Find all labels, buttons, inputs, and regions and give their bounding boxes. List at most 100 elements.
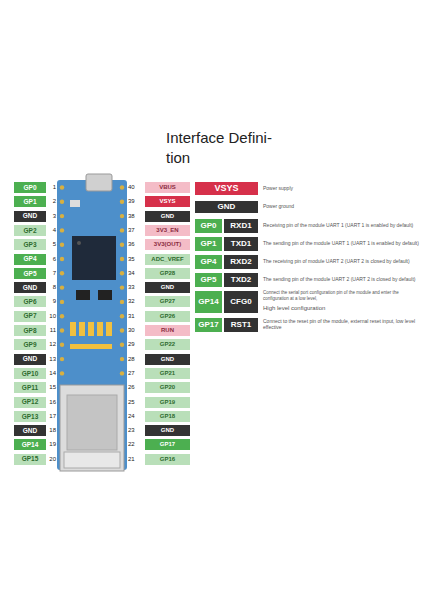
pin-number: 13 (46, 354, 57, 365)
pin-label: GP8 (14, 325, 46, 336)
description: High level configuration (262, 303, 420, 313)
pin-number: 7 (46, 268, 57, 279)
button (70, 200, 80, 207)
signal-name: CFG0 (224, 291, 258, 313)
pin-number: 37 (127, 225, 141, 236)
pin-label: GP19 (145, 397, 190, 408)
pin-number: 40 (127, 182, 141, 193)
usb-port (86, 174, 112, 191)
pin-number: 31 (127, 311, 141, 322)
pin-number: 2 (46, 196, 57, 207)
pin-label: GP20 (145, 382, 190, 393)
pin-label: GP4 (14, 254, 46, 265)
pin-label: GP0 (195, 219, 222, 233)
pin-label: GND (145, 282, 190, 293)
pin-label: 3V3_EN (145, 225, 190, 236)
pin-number: 27 (127, 368, 141, 379)
pin-number: 6 (46, 254, 57, 265)
pin-label: GP0 (14, 182, 46, 193)
rj45-front (64, 452, 120, 468)
pin-number: 19 (46, 439, 57, 450)
description: Connect the serial port configuration pi… (262, 290, 420, 301)
pin-number: 10 (46, 311, 57, 322)
pin-number: 3 (46, 211, 57, 222)
leds (70, 322, 112, 349)
pin-label: GP27 (145, 296, 190, 307)
pin-number: 24 (127, 411, 141, 422)
pin-label: GP7 (14, 311, 46, 322)
pin-label: 3V3(OUT) (145, 239, 190, 250)
description: Connect to the reset pin of the module, … (262, 318, 420, 332)
pin-number: 4 (46, 225, 57, 236)
description: The sending pin of the module UART 2 (UA… (262, 273, 420, 287)
pin-label: GP3 (14, 239, 46, 250)
pin-label: GP17 (145, 439, 190, 450)
pin-number: 36 (127, 239, 141, 250)
pin-label: GP13 (14, 411, 46, 422)
pin-label: VSYS (145, 196, 190, 207)
pin-number: 16 (46, 397, 57, 408)
pin-number: 14 (46, 368, 57, 379)
pin-label: GP4 (195, 255, 222, 269)
signal-name: RST1 (224, 318, 258, 332)
pin-label: GP21 (145, 368, 190, 379)
pin-label: GP16 (145, 454, 190, 465)
pin-number: 30 (127, 325, 141, 336)
pin-number: 1 (46, 182, 57, 193)
pin-label: GP10 (14, 368, 46, 379)
description: Power ground (262, 201, 420, 213)
description: Receiving pin of the module UART 1 (UART… (262, 219, 420, 233)
pin-label: GND (14, 211, 46, 222)
pin-label: VSYS (195, 182, 258, 195)
pin-number: 15 (46, 382, 57, 393)
small-chip (76, 290, 90, 300)
pin-number: 18 (46, 425, 57, 436)
pin-number: 23 (127, 425, 141, 436)
pin-number: 12 (46, 339, 57, 350)
pin-number: 21 (127, 454, 141, 465)
description: Power supply (262, 182, 420, 195)
pin-label: GP17 (195, 318, 222, 332)
pin-label: GP5 (14, 268, 46, 279)
pin-label: GND (145, 211, 190, 222)
pin-label: GP14 (14, 439, 46, 450)
pin-label: GP1 (14, 196, 46, 207)
pin-label: GP6 (14, 296, 46, 307)
pin-label: GND (14, 282, 46, 293)
signal-name: RXD2 (224, 255, 258, 269)
pin-label: GP2 (14, 225, 46, 236)
pin-pads (60, 185, 124, 375)
pin-number: 29 (127, 339, 141, 350)
pin-number: 38 (127, 211, 141, 222)
pin-number: 22 (127, 439, 141, 450)
pin-number: 9 (46, 296, 57, 307)
pin-label: GP18 (145, 411, 190, 422)
signal-name: RXD1 (224, 219, 258, 233)
pin-number: 33 (127, 282, 141, 293)
pin-label: GP5 (195, 273, 222, 287)
pin-number: 17 (46, 411, 57, 422)
pin-number: 20 (46, 454, 57, 465)
pin-label: GP26 (145, 311, 190, 322)
pin-number: 28 (127, 354, 141, 365)
pin-number: 11 (46, 325, 57, 336)
pin-label: GP22 (145, 339, 190, 350)
chip-mark (77, 241, 81, 245)
description: The sending pin of the module UART 1 (UA… (262, 237, 420, 251)
pin-label: GP28 (145, 268, 190, 279)
description: The receiving pin of module UART 2 (UART… (262, 255, 420, 269)
pin-number: 39 (127, 196, 141, 207)
pin-number: 5 (46, 239, 57, 250)
pin-label: ADC_VREF (145, 254, 190, 265)
pin-label: GP12 (14, 397, 46, 408)
pin-label: GND (14, 425, 46, 436)
pin-label: GP1 (195, 237, 222, 251)
chip (72, 236, 116, 280)
small-chip (98, 290, 112, 300)
rj45-jack (60, 385, 124, 471)
pin-number: 32 (127, 296, 141, 307)
pin-label: GP11 (14, 382, 46, 393)
pin-number: 34 (127, 268, 141, 279)
pin-label: GND (145, 425, 190, 436)
title: Interface Defini- tion (165, 128, 293, 167)
